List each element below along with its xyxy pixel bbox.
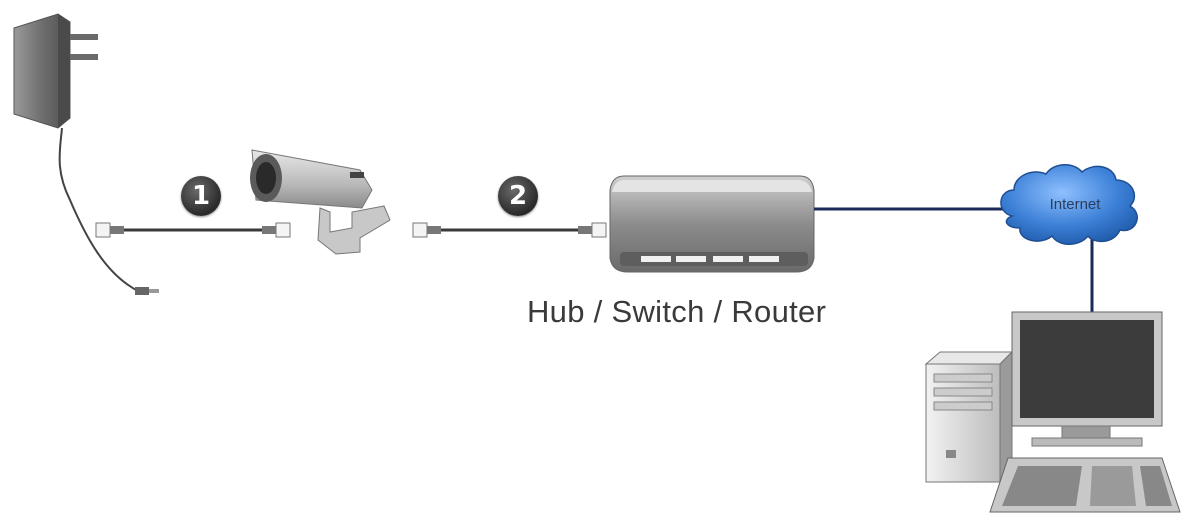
step-1-badge: 1 (181, 176, 221, 216)
ethernet-cable-1 (95, 222, 291, 238)
power-adapter-icon (13, 13, 159, 295)
ethernet-cable-2 (412, 222, 607, 238)
computer-icon (924, 311, 1181, 513)
router-icon (609, 175, 815, 273)
network-device-label: Hub / Switch / Router (527, 294, 827, 329)
step-2-badge: 2 (498, 176, 538, 216)
ip-camera-icon (250, 149, 391, 255)
internet-cloud-icon (1000, 164, 1138, 245)
internet-cloud-label: Internet (1049, 196, 1101, 213)
